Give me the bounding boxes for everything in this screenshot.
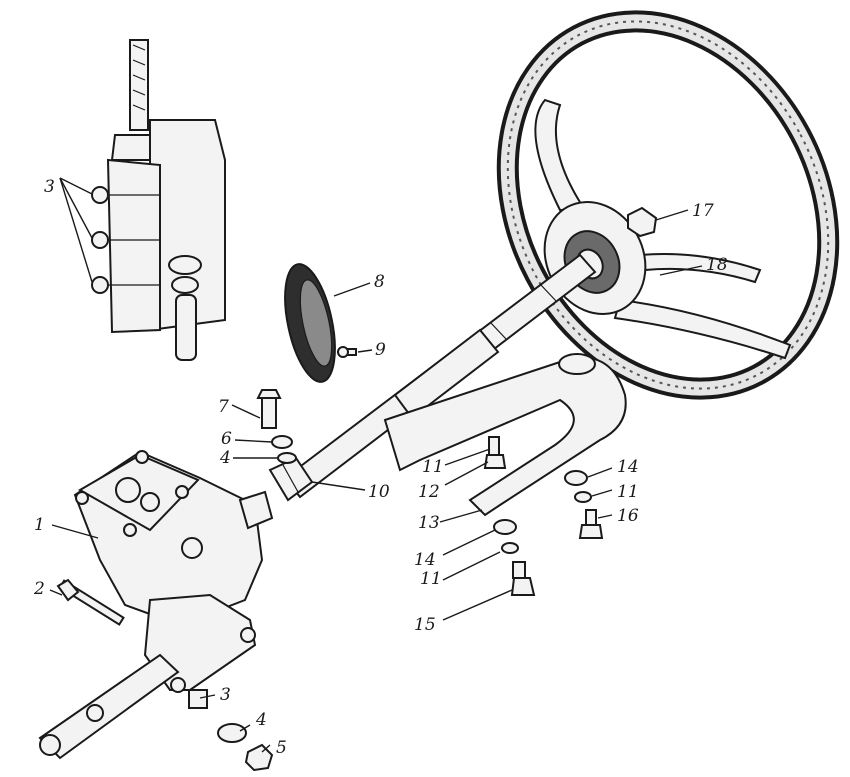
callout-15: 15 <box>414 615 436 635</box>
hardware <box>188 206 658 772</box>
lockwasher-11b <box>501 542 519 554</box>
washer-4 <box>277 452 297 464</box>
plate-3 <box>188 689 208 709</box>
nut-17 <box>627 206 658 238</box>
callout-11a: 11 <box>422 457 444 477</box>
wheel-spoke-lower <box>613 298 792 360</box>
callout-numbers: 3 1 2 3 4 5 7 6 4 8 9 10 11 12 13 14 11 … <box>33 177 728 758</box>
shaft-bushing <box>393 328 500 420</box>
inset-bolt-3 <box>91 276 109 294</box>
callout-6: 6 <box>221 429 232 449</box>
steering-wheel <box>496 10 840 400</box>
callout-4b: 4 <box>255 710 267 730</box>
callout-4a: 4 <box>219 448 231 468</box>
callout-3b: 3 <box>220 685 231 705</box>
callout-12: 12 <box>418 482 440 502</box>
leader-lines <box>49 209 703 753</box>
inset-bolt-1 <box>91 186 109 204</box>
callout-11c: 11 <box>617 482 639 502</box>
washer-14b <box>493 519 517 535</box>
bolt-15 <box>512 561 526 579</box>
horn-cover <box>284 263 357 383</box>
wheel-spoke-right <box>638 253 762 284</box>
steering-gear-box <box>38 450 274 760</box>
callout-8: 8 <box>374 272 385 292</box>
callout-18: 18 <box>706 255 728 275</box>
callout-5: 5 <box>276 738 287 758</box>
wheel-spoke-upper <box>534 98 587 211</box>
inset-pitman-end <box>175 294 197 361</box>
callout-9: 9 <box>375 340 386 360</box>
callout-13: 13 <box>418 513 440 533</box>
bolt-7 <box>261 397 277 429</box>
washer-6 <box>271 435 293 449</box>
callout-16: 16 <box>617 506 639 526</box>
steering-shaft <box>268 253 597 502</box>
callout-1: 1 <box>34 515 45 535</box>
washer-14a <box>564 470 588 486</box>
inset-bolt-2 <box>91 231 109 249</box>
callout-2: 2 <box>33 579 45 599</box>
inset-housing <box>106 158 161 334</box>
callout-14a: 14 <box>617 457 639 477</box>
inset-shaft <box>129 39 149 131</box>
callout-3a: 3 <box>44 177 55 197</box>
lockwasher-11a <box>574 491 592 503</box>
washer-4b <box>217 723 247 743</box>
inset-mounting-detail <box>59 39 226 361</box>
callout-7: 7 <box>218 397 229 417</box>
nut-5 <box>244 743 274 772</box>
callout-11b: 11 <box>420 569 442 589</box>
callout-17: 17 <box>692 201 714 221</box>
callout-10: 10 <box>368 482 390 502</box>
callout-14b: 14 <box>414 550 436 570</box>
bracket-body <box>383 356 627 517</box>
